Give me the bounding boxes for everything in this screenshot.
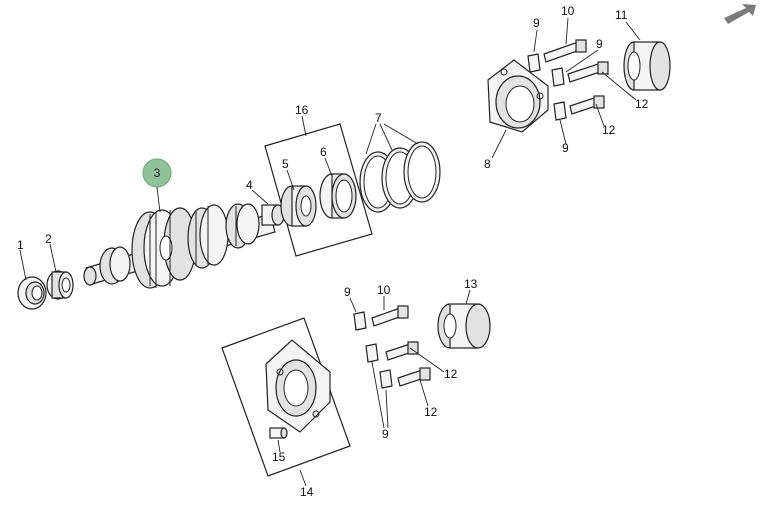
- selected-part-marker[interactable]: 3: [142, 158, 172, 188]
- part-9-washer-lower-1[interactable]: [353, 311, 367, 331]
- callout-9-bottom: 9: [382, 427, 389, 441]
- part-12-bolt-lower-2[interactable]: [397, 367, 431, 387]
- callout-12-right: 12: [635, 97, 649, 111]
- part-12-bolt-low[interactable]: [569, 95, 605, 115]
- part-10-bolt-lower[interactable]: [371, 305, 409, 327]
- callout-10-lower: 10: [377, 283, 391, 297]
- part-9-washer-low[interactable]: [553, 101, 567, 121]
- callout-9-right: 9: [596, 37, 603, 51]
- callout-1: 1: [17, 238, 24, 252]
- callout-12-lower-a: 12: [444, 367, 458, 381]
- callout-2: 2: [45, 232, 52, 246]
- callout-11: 11: [615, 8, 628, 22]
- part-5-bearing-cone[interactable]: [280, 185, 317, 227]
- callout-4: 4: [246, 178, 253, 192]
- part-12-bolt-mid[interactable]: [567, 61, 609, 83]
- callout-14: 14: [300, 485, 314, 499]
- arrow-up-right-icon[interactable]: [724, 4, 756, 24]
- part-11-coupler[interactable]: [623, 41, 671, 91]
- callout-12-lower-right: 12: [602, 123, 616, 137]
- callout-10-top: 10: [561, 4, 575, 18]
- callout-8: 8: [484, 157, 491, 171]
- part-3-countershaft-gear[interactable]: [83, 203, 276, 289]
- callout-6: 6: [320, 145, 327, 159]
- callout-13: 13: [464, 277, 478, 291]
- callout-5: 5: [282, 157, 289, 171]
- callout-7: 7: [375, 111, 382, 125]
- part-9-washer-top[interactable]: [527, 53, 541, 73]
- part-2-bearing-cone[interactable]: [46, 270, 74, 300]
- callout-12-lower-b: 12: [424, 405, 438, 419]
- part-8-bearing-housing[interactable]: [487, 59, 549, 133]
- callout-9-top: 9: [533, 16, 540, 30]
- part-6-bearing-cup[interactable]: [319, 173, 357, 219]
- part-9-washer-lower-3[interactable]: [379, 369, 393, 389]
- part-7-shims[interactable]: [359, 141, 441, 213]
- callout-15: 15: [272, 450, 286, 464]
- part-10-bolt-top[interactable]: [543, 39, 587, 63]
- part-13-coupler[interactable]: [437, 303, 491, 349]
- part-9-washer-mid[interactable]: [551, 67, 565, 87]
- callout-9-lower: 9: [562, 141, 569, 155]
- callout-3: 3: [154, 166, 161, 180]
- part-15-pin[interactable]: [269, 427, 288, 439]
- part-9-washer-lower-2[interactable]: [365, 343, 379, 363]
- callout-9-lower-left: 9: [344, 285, 351, 299]
- callout-16: 16: [295, 103, 309, 117]
- part-12-bolt-lower-1[interactable]: [385, 341, 419, 361]
- part-14-lower-housing[interactable]: [265, 339, 331, 433]
- part-1-bearing-cup[interactable]: [17, 276, 47, 310]
